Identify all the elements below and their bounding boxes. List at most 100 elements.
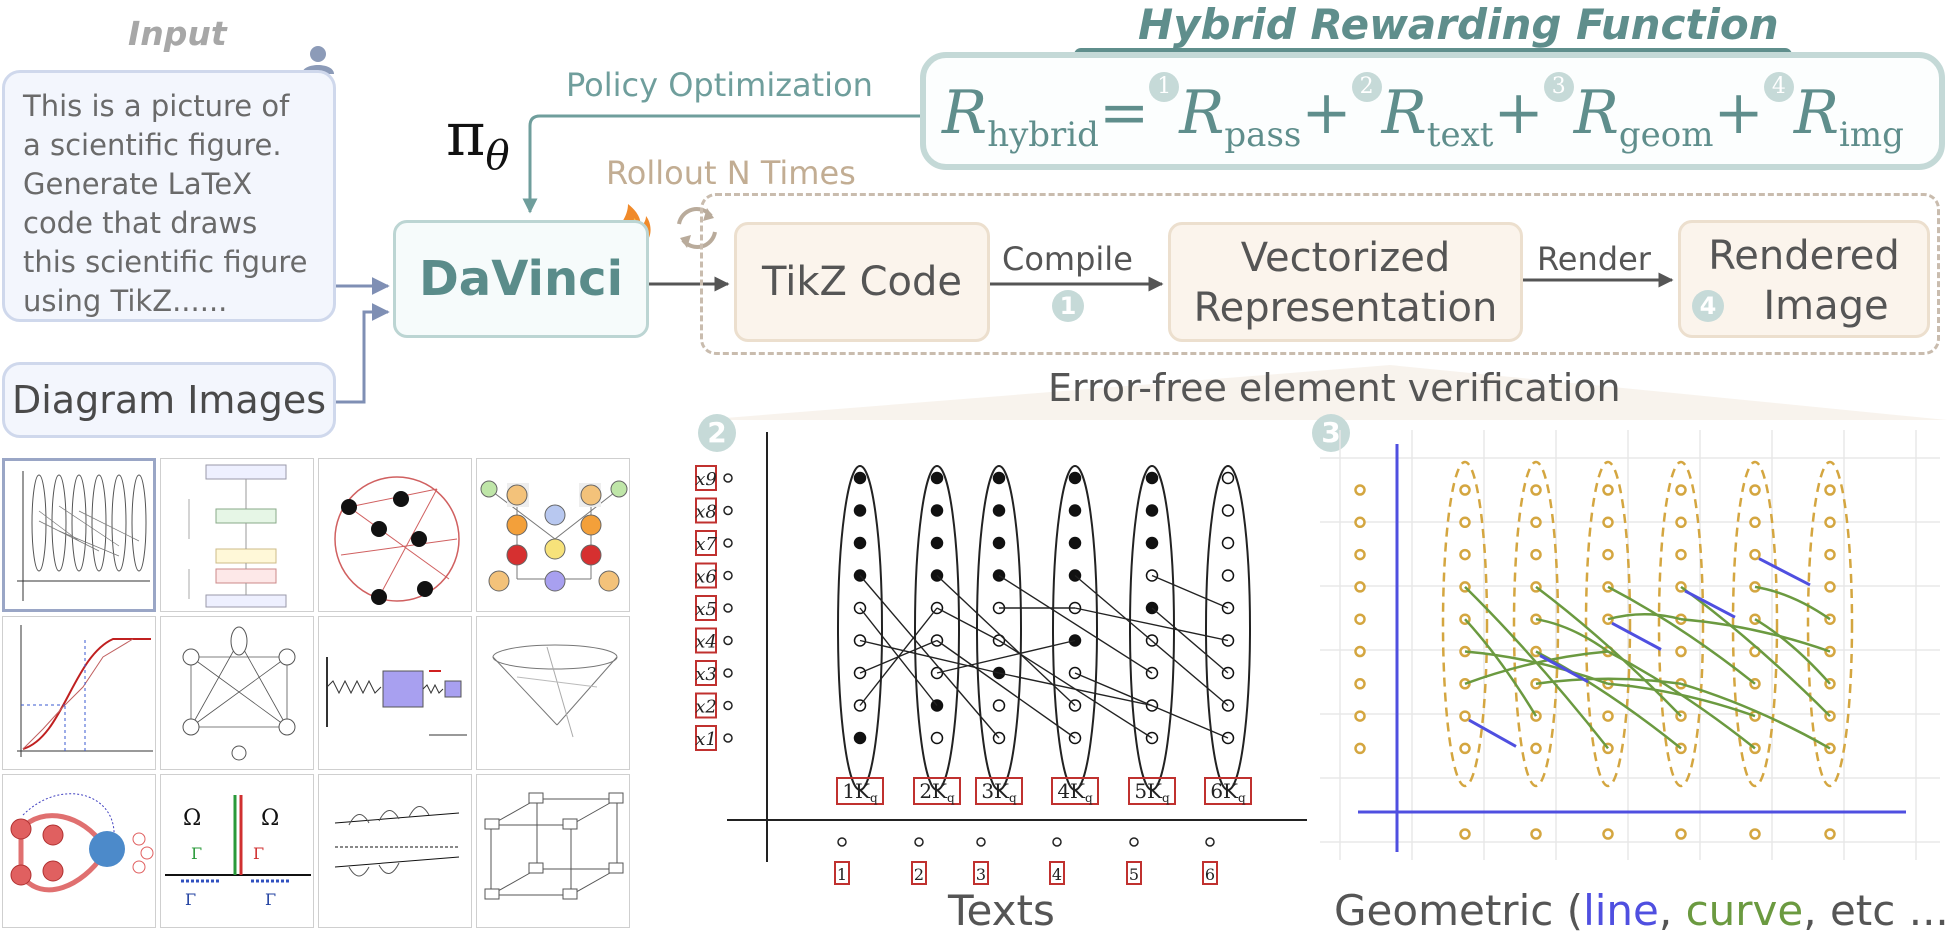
bottom-label: 3 <box>976 865 986 884</box>
row-label: x1 <box>695 729 717 750</box>
row-label-box <box>695 692 717 719</box>
texts-badge: 2 <box>698 414 736 452</box>
row-label: x6 <box>695 567 717 588</box>
text-link <box>936 607 1000 642</box>
bottom-marker <box>976 837 986 847</box>
column-label-box <box>1204 777 1252 805</box>
bottom-label: 2 <box>914 865 924 884</box>
bottom-label: 6 <box>1205 865 1215 884</box>
bottom-label-box <box>973 861 989 885</box>
row-label: x8 <box>695 502 717 523</box>
geom-node <box>1459 484 1471 496</box>
svg-text:Γ: Γ <box>191 844 202 863</box>
reward-badge-4: 4 <box>1763 72 1794 102</box>
bottom-label: 4 <box>1052 865 1062 884</box>
text-column-ellipse <box>1129 465 1175 791</box>
bottom-label-box <box>911 861 927 885</box>
bottom-label-box <box>1202 861 1218 885</box>
text-column-node <box>1145 536 1159 550</box>
geom-left-marker <box>1354 581 1366 593</box>
policy-optimization-label: Policy Optimization <box>566 66 873 104</box>
text-column-node <box>930 731 944 745</box>
geom-curve <box>1535 650 1682 750</box>
policy-optimization-arrow <box>522 114 920 214</box>
reward-title: Hybrid Rewarding Function <box>1138 0 1779 49</box>
geom-column-ellipse <box>1584 460 1632 788</box>
geom-badge: 3 <box>1312 414 1350 452</box>
row-label: x3 <box>695 664 717 685</box>
text-column-ellipse <box>1205 465 1251 791</box>
row-label-box <box>695 465 717 491</box>
row-marker <box>723 635 733 646</box>
policy-symbol: πθ <box>446 100 510 179</box>
geom-line <box>1468 718 1517 748</box>
thumb-cone <box>476 616 630 770</box>
geom-curve <box>1680 617 1831 653</box>
geom-caption-line: line <box>1583 886 1659 935</box>
geom-node <box>1675 516 1687 529</box>
text-column-node <box>1068 504 1082 517</box>
davinci-label: DaVinci <box>418 251 624 307</box>
text-link <box>936 639 1076 739</box>
row-marker <box>723 733 733 743</box>
text-column-node <box>1068 536 1082 550</box>
text-link <box>1074 607 1229 642</box>
geom-bottom-marker <box>1602 828 1614 840</box>
thumb-red-network <box>2 774 156 928</box>
geom-node <box>1824 516 1836 529</box>
reward-plus-2: + <box>1493 78 1544 148</box>
geom-node <box>1530 548 1542 561</box>
policy-pi: π <box>446 100 486 170</box>
text-link <box>936 639 1076 674</box>
text-column-ellipse <box>914 465 960 791</box>
bottom-label-box <box>1126 861 1142 885</box>
row-marker <box>723 603 733 613</box>
geom-node <box>1530 516 1542 529</box>
row-label: x5 <box>695 599 717 620</box>
text-column-node <box>930 504 944 517</box>
geom-bottom-marker <box>1749 828 1761 840</box>
bottom-marker <box>1129 837 1139 847</box>
geom-node <box>1530 484 1542 496</box>
text-column-node <box>853 536 867 550</box>
text-column-node <box>1221 504 1235 517</box>
geom-left-marker <box>1354 645 1366 658</box>
geom-caption-curve: curve <box>1685 886 1804 935</box>
geom-node <box>1675 645 1687 658</box>
bottom-label-box <box>834 861 850 885</box>
row-label: x2 <box>695 697 717 718</box>
vectorized-label-2: Representation <box>1193 285 1498 331</box>
render-badge: 4 <box>1692 290 1724 322</box>
geom-badge-num: 3 <box>1321 416 1341 449</box>
geom-line <box>1684 589 1736 619</box>
geom-caption-rest: , etc ...) <box>1803 886 1947 935</box>
text-column-node <box>1221 471 1235 485</box>
thumb-network <box>160 616 314 770</box>
geom-curve <box>1535 677 1682 686</box>
geom-curve <box>1754 618 1831 685</box>
geom-node <box>1530 742 1542 755</box>
reward-badge-1: 1 <box>1149 72 1180 102</box>
geom-curve <box>1680 682 1831 750</box>
geom-bottom-marker <box>1675 828 1687 840</box>
geom-left-marker <box>1354 742 1366 755</box>
geom-node <box>1675 548 1687 561</box>
bottom-marker <box>837 837 847 847</box>
text-column-ellipse <box>1052 465 1098 791</box>
rendered-image-box: Rendered Image <box>1678 220 1930 338</box>
reward-plus-3: + <box>1713 78 1764 148</box>
text-link <box>1151 607 1229 674</box>
geom-line <box>1758 557 1811 587</box>
verification-funnel <box>700 365 1947 420</box>
geom-node <box>1602 484 1614 496</box>
thumb-flowchart <box>160 458 314 612</box>
row-label-box <box>695 627 717 654</box>
compile-badge: 1 <box>1052 290 1084 322</box>
geom-node <box>1824 581 1836 593</box>
column-label-box <box>836 777 884 805</box>
text-column-node <box>853 504 867 517</box>
svg-text:Γ: Γ <box>253 844 264 863</box>
texts-badge-num: 2 <box>707 416 727 449</box>
rollout-container <box>700 193 1940 355</box>
